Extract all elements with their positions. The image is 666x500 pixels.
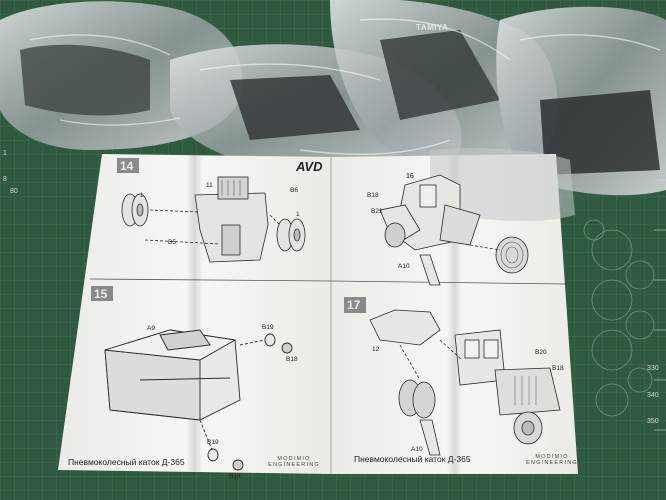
ruler-mark-right: 330: [647, 365, 659, 372]
part-label: B5: [168, 239, 176, 246]
step-16-number: 16: [406, 173, 414, 180]
brand-left: MODIMIO ENGINEERING: [268, 456, 320, 468]
avd-logo: AVD: [296, 159, 323, 174]
tamiya-marking: TAMIYA: [416, 23, 449, 32]
step-15-drawing: [91, 286, 293, 471]
caption-left: Пневмоколесный каток Д-365: [68, 457, 185, 467]
part-label: A9: [147, 325, 155, 332]
brand-right: MODIMIO ENGINEERING: [526, 454, 578, 466]
part-label: B19: [262, 324, 274, 331]
part-label: B18: [286, 356, 298, 363]
step-15-number: 15: [94, 287, 108, 301]
ruler-mark-left: 8: [3, 176, 7, 183]
ruler-mark-right: 350: [647, 418, 659, 425]
part-label: 12: [372, 346, 380, 353]
step-14-drawing: [117, 158, 306, 263]
part-label: A10: [398, 263, 410, 270]
part-label: B18: [229, 473, 241, 480]
part-label: 1: [140, 192, 144, 199]
parts-bags: [0, 0, 666, 196]
caption-right: Пневмоколесный каток Д-365: [354, 454, 471, 464]
ruler-mark-left: 80: [10, 188, 18, 195]
step-14-number: 14: [120, 159, 134, 173]
step-15-badge: [91, 286, 113, 301]
step-17-drawing: [344, 297, 561, 456]
part-label: B18: [552, 365, 564, 372]
part-label: B6: [290, 187, 298, 194]
part-label: B21: [371, 208, 383, 215]
part-label: B19: [207, 439, 219, 446]
ruler-mark-right: 340: [647, 392, 659, 399]
step-17-badge: [344, 297, 366, 313]
part-label: A10: [411, 446, 423, 453]
part-label: B18: [367, 192, 379, 199]
step-16-drawing: [379, 174, 529, 286]
part-label: B20: [535, 349, 547, 356]
step-14-badge: [117, 158, 139, 173]
step-17-number: 17: [347, 298, 361, 312]
part-label: 11: [206, 182, 213, 189]
part-label: 1: [296, 211, 300, 218]
ruler-mark-left: 1: [3, 150, 7, 157]
